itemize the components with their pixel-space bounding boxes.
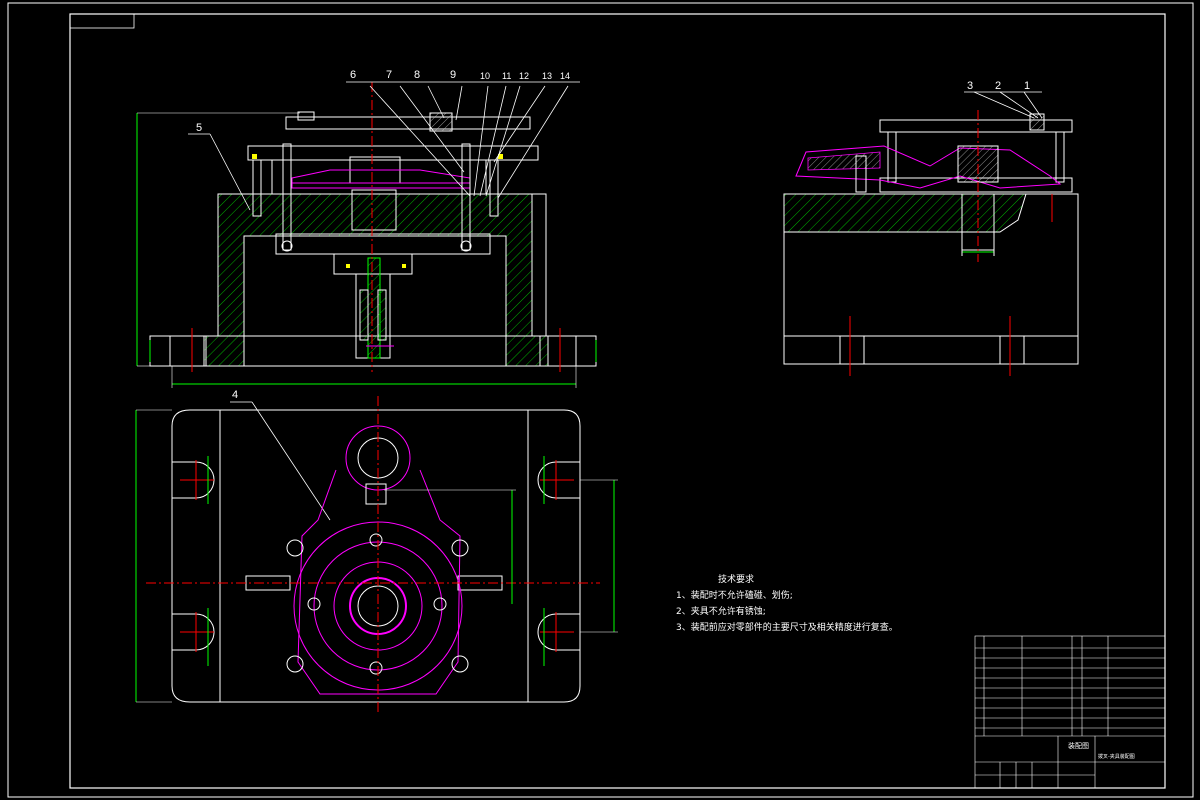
technical-requirement-3: 3、装配前应对零部件的主要尺寸及相关精度进行复查。: [676, 623, 898, 633]
balloon-14: 14: [560, 71, 570, 81]
technical-requirements-title: 技术要求: [718, 575, 755, 585]
balloon-13: 13: [542, 71, 552, 81]
side-workpiece-outline: [795, 145, 1062, 189]
balloon-7: 7: [386, 69, 392, 81]
workpiece-outline: [291, 169, 471, 189]
balloon-3: 3: [967, 80, 973, 92]
balloon-12: 12: [519, 71, 529, 81]
side-section-view: [783, 110, 1079, 376]
balloon-leaders: [188, 81, 580, 521]
balloon-2: 2: [995, 80, 1001, 92]
balloon-10: 10: [480, 71, 490, 81]
balloon-8: 8: [414, 69, 420, 81]
balloon-4: 4: [232, 389, 238, 401]
technical-requirement-1: 1、装配时不允许磕碰、划伤;: [676, 591, 793, 601]
balloon-11: 11: [502, 71, 511, 81]
title-block-part-name: 拨叉-夹具装配图: [1098, 753, 1135, 760]
balloon-6: 6: [350, 69, 356, 81]
balloon-5: 5: [196, 122, 202, 134]
drawing-frame: [7, 2, 1194, 798]
balloon-9: 9: [450, 69, 456, 81]
title-block: [974, 635, 1166, 789]
technical-requirement-2: 2、夹具不允许有锈蚀;: [676, 607, 766, 617]
front-section-view: [136, 82, 597, 388]
title-block-drawing-name: 装配图: [1068, 741, 1089, 750]
balloon-1: 1: [1024, 80, 1030, 92]
side-balloon-leaders: [964, 91, 1043, 119]
top-plan-view: [135, 396, 618, 712]
